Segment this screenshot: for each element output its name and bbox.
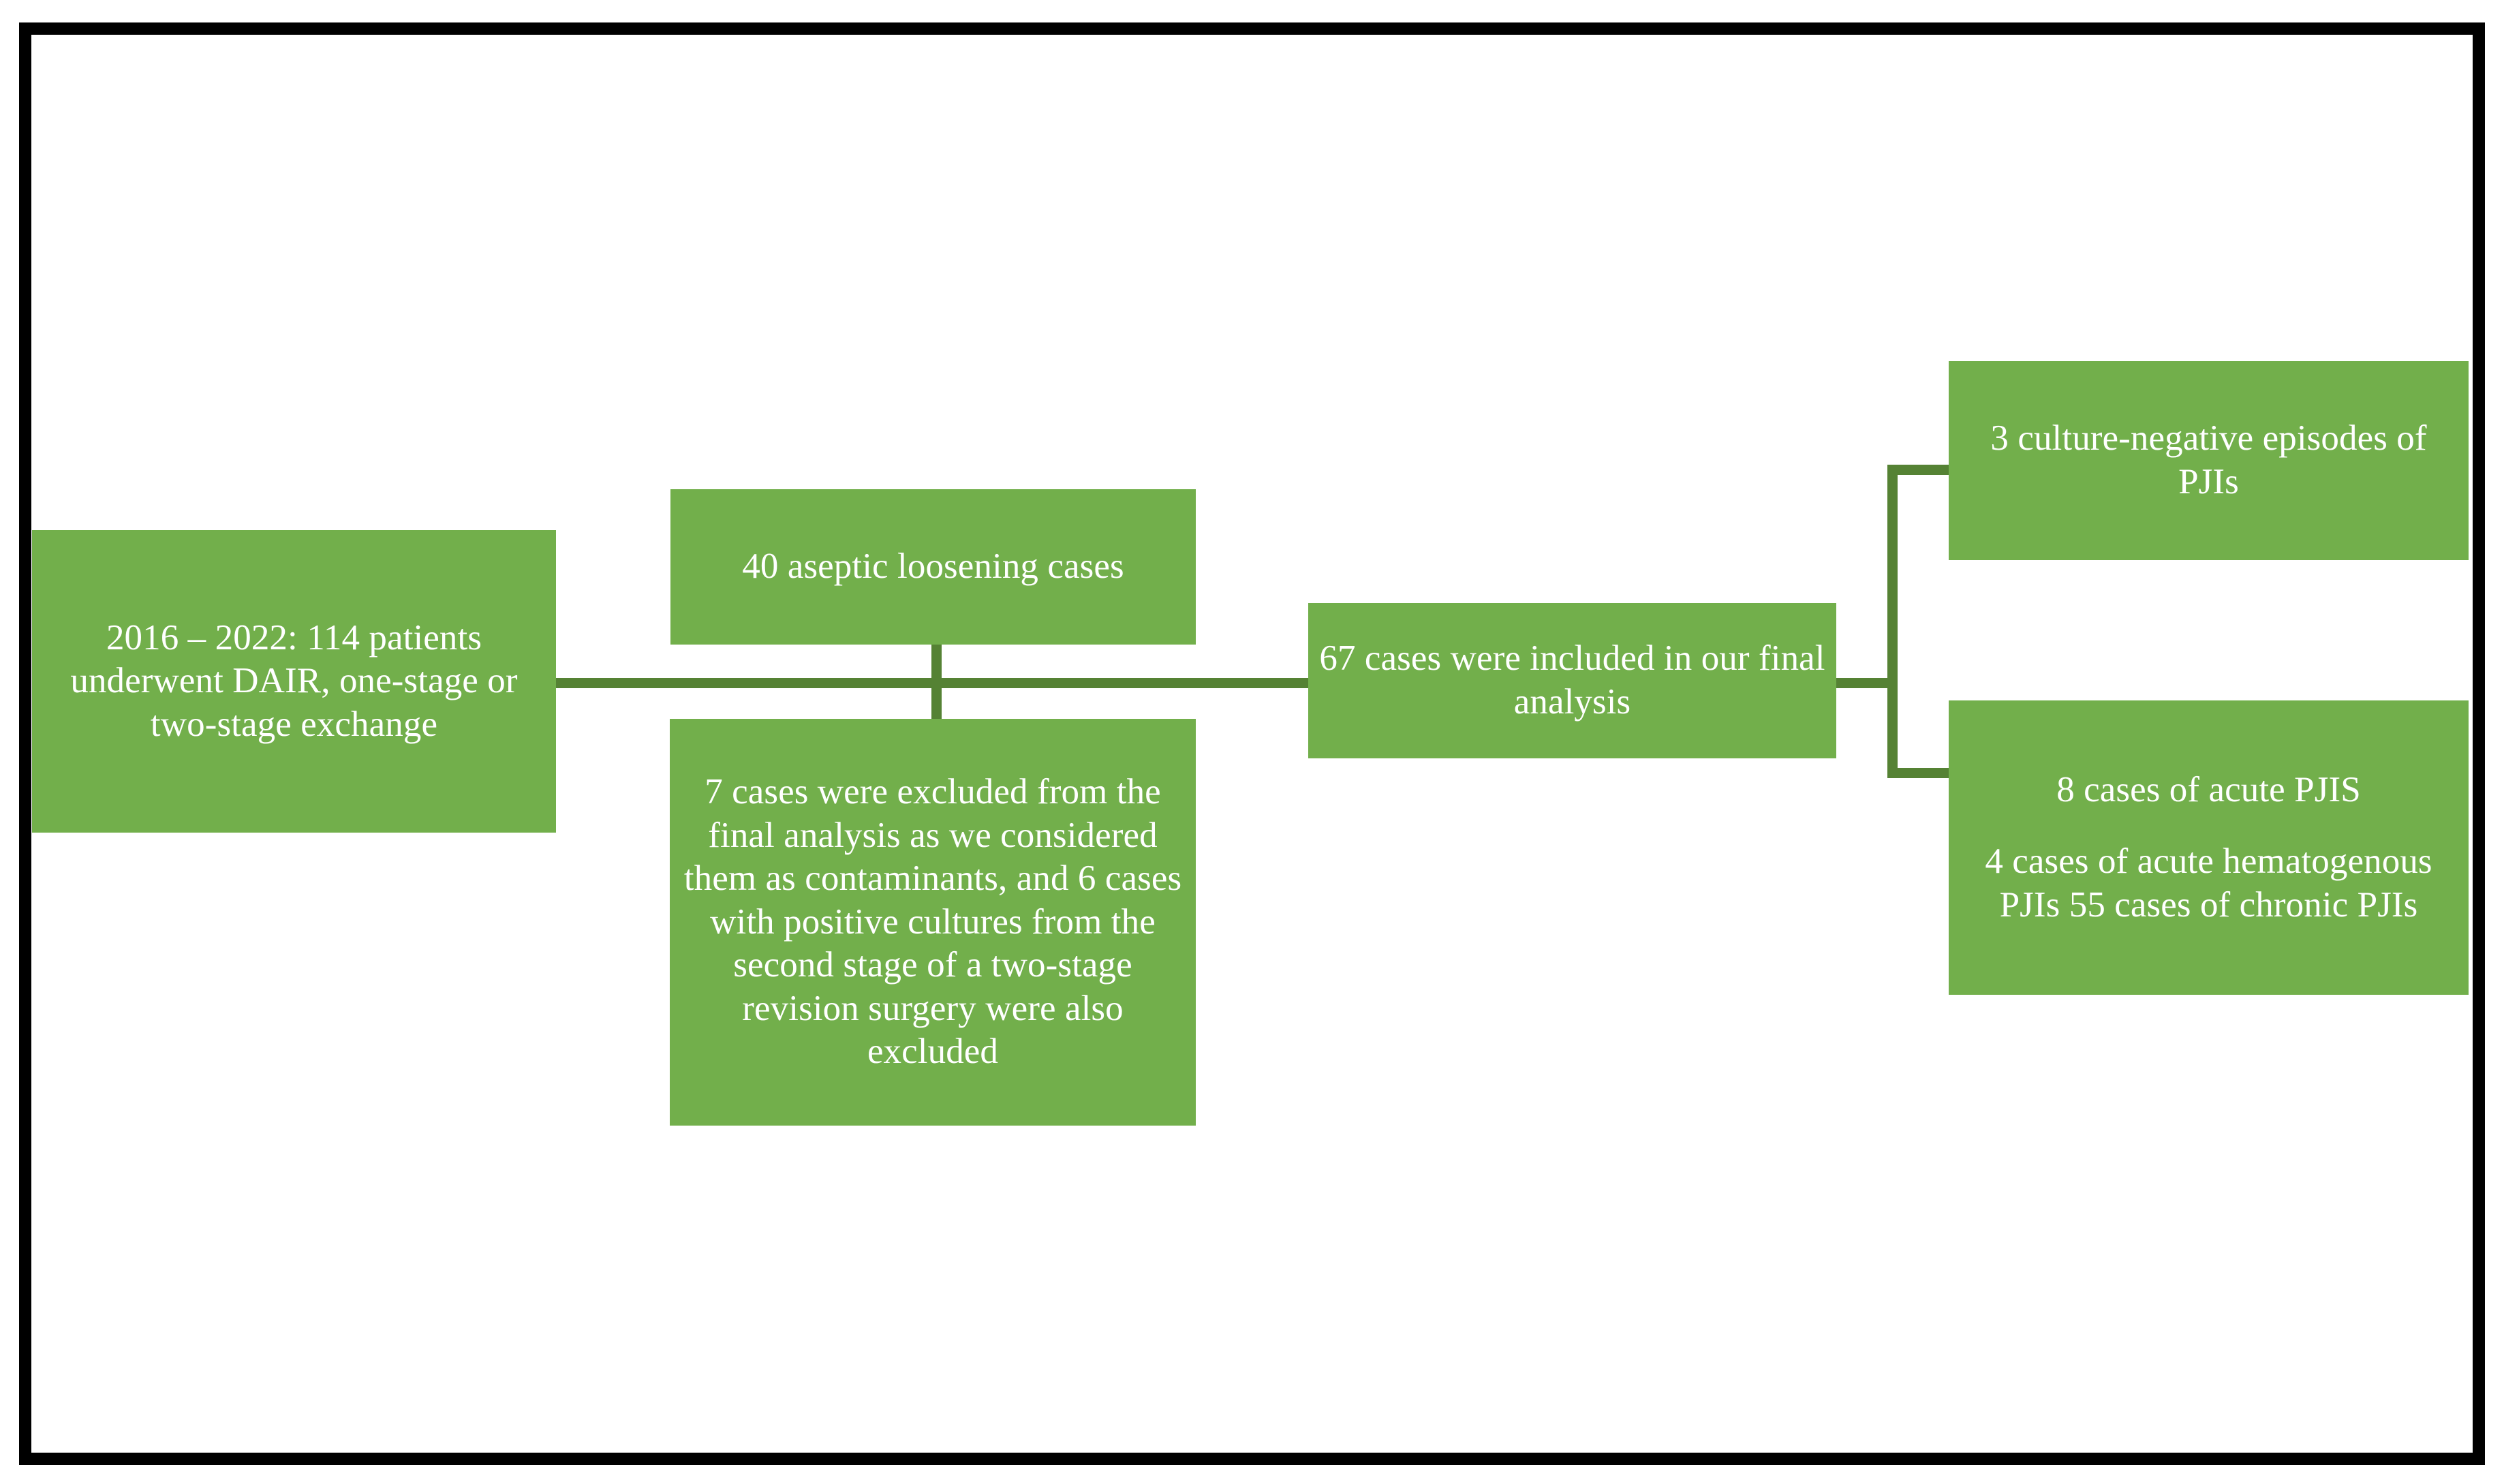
figure-border [19, 22, 2485, 1465]
connector-included-stub [1836, 678, 1895, 688]
culture-negative-box: 3 culture-negative episodes of PJIs [1949, 361, 2469, 560]
study-cohort-box: 2016 – 2022: 114 patients underwent DAIR… [32, 530, 556, 833]
included-cases-box: 67 cases were included in our final anal… [1308, 603, 1836, 758]
hematogenous-chronic-pji-text: 4 cases of acute hematogenous PJIs 55 ca… [1985, 841, 2432, 925]
study-cohort-text: 2016 – 2022: 114 patients underwent DAIR… [70, 617, 518, 744]
connector-to-culture-negative [1887, 465, 1950, 475]
aseptic-loosening-box: 40 aseptic loosening cases [670, 489, 1196, 645]
connector-right-bracket-spine [1887, 465, 1898, 778]
included-cases-text: 67 cases were included in our final anal… [1319, 638, 1825, 722]
pji-type-breakdown-box: 8 cases of acute PJIS 4 cases of acute h… [1949, 700, 2469, 995]
culture-negative-text: 3 culture-negative episodes of PJIs [1990, 418, 2427, 501]
excluded-cases-box: 7 cases were excluded from the final ana… [670, 719, 1196, 1126]
connector-aseptic-excluded-branch [931, 645, 942, 720]
excluded-cases-text: 7 cases were excluded from the final ana… [683, 771, 1182, 1072]
connector-to-pji-types [1887, 768, 1950, 778]
acute-pji-text: 8 cases of acute PJIS [2056, 769, 2361, 809]
aseptic-loosening-text: 40 aseptic loosening cases [742, 546, 1124, 587]
